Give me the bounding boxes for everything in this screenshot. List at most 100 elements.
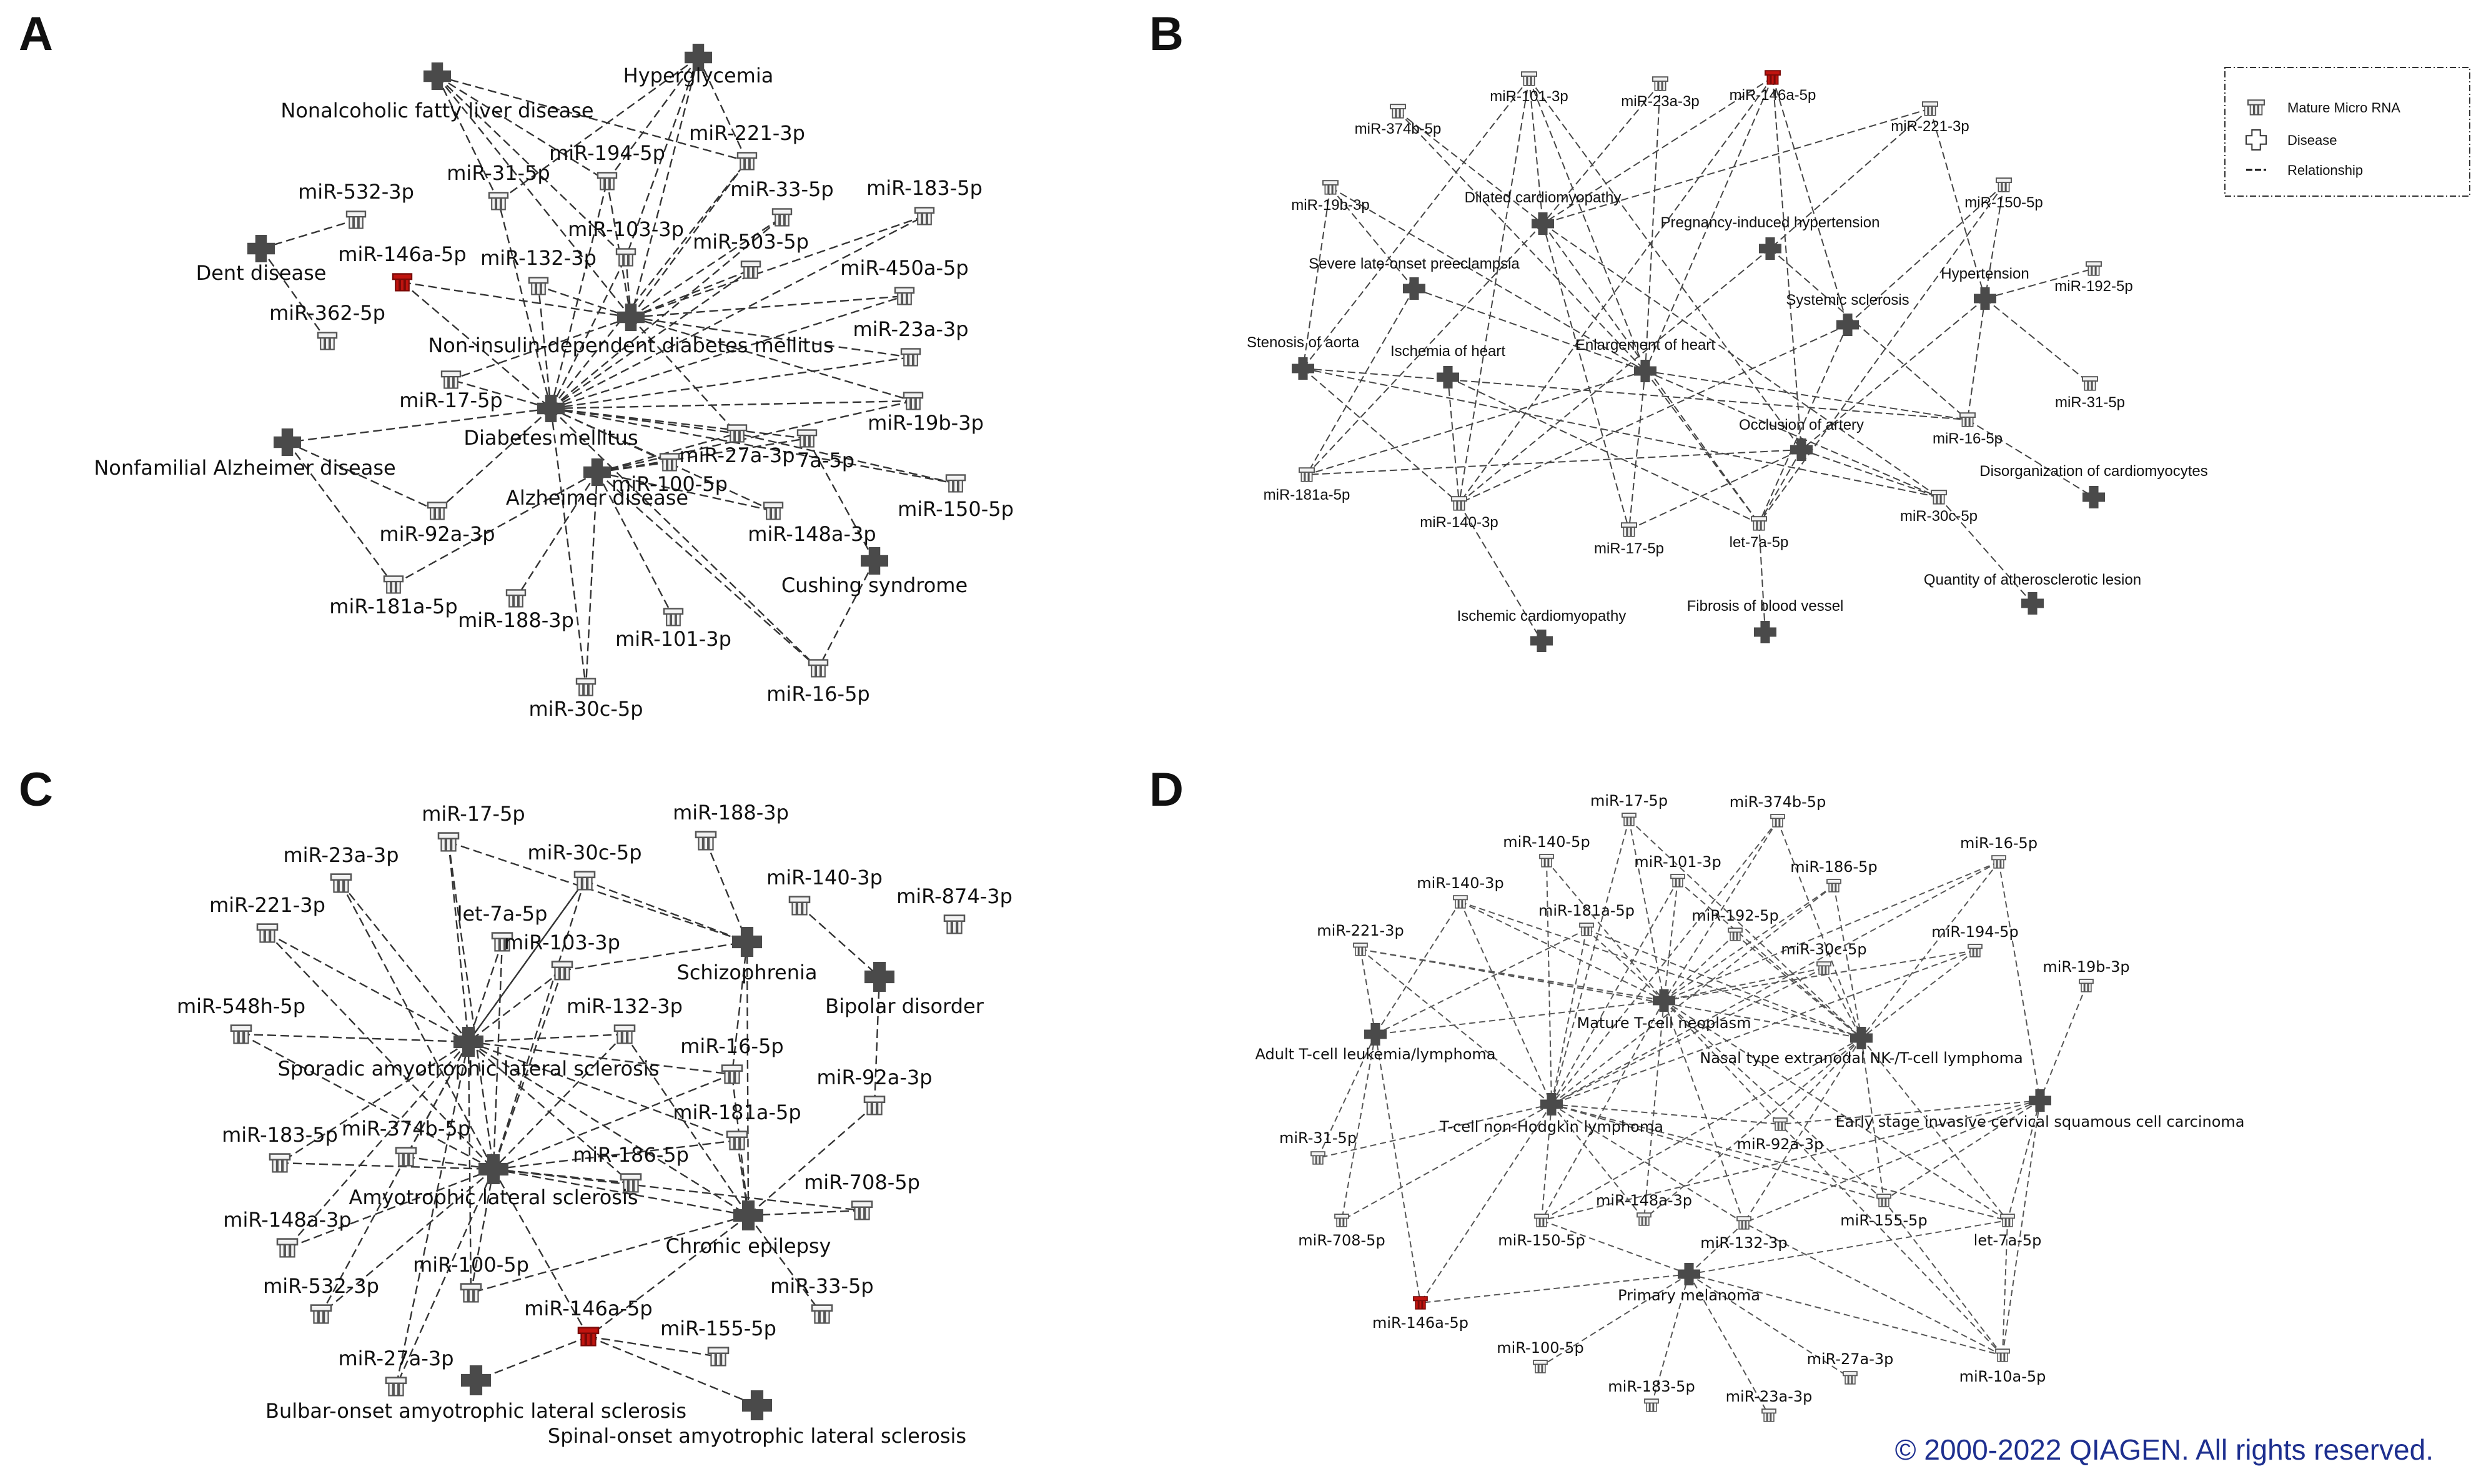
mirna-label: miR-132-3p <box>1700 1234 1787 1252</box>
mirna-node-icon <box>1773 1117 1788 1131</box>
relationship-edge <box>630 216 783 319</box>
disease-node-icon <box>742 1390 772 1420</box>
relationship-edge <box>1551 1104 1745 1224</box>
disease-node-icon <box>685 44 712 71</box>
mirna-node-icon <box>1539 854 1554 868</box>
disease-node-icon <box>1364 1023 1387 1046</box>
disease-label: Fibrosis of blood vessel <box>1687 598 1844 615</box>
mirna-node-icon-highlighted <box>1413 1296 1428 1310</box>
disease-node-icon <box>1403 277 1425 300</box>
relationship-edge <box>1551 1104 2008 1221</box>
relationship-edge <box>447 841 495 1170</box>
relationship-edge <box>467 1041 472 1294</box>
mirna-label: miR-221-3p <box>689 121 805 145</box>
relationship-edge <box>493 1139 738 1170</box>
mirna-label: miR-140-3p <box>1420 514 1498 531</box>
relationship-edge <box>1460 901 1665 1001</box>
relationship-edge <box>1540 1274 1690 1367</box>
mirna-node-icon <box>1761 1408 1776 1422</box>
mirna-node-icon <box>528 277 549 295</box>
relationship-edge <box>470 1214 749 1294</box>
mirna-node-icon <box>863 1096 886 1115</box>
disease-node-icon <box>583 458 611 486</box>
mirna-label: miR-183-5p <box>866 176 983 200</box>
relationship-edge <box>1360 949 1376 1035</box>
relationship-edge <box>1551 1104 1884 1201</box>
disease-label: Enlargement of heart <box>1575 337 1715 354</box>
mirna-label: miR-33-5p <box>770 1274 873 1298</box>
mirna-node-icon <box>1991 855 2006 869</box>
disease-node-icon <box>1790 438 1813 461</box>
disease-label: Hyperglycemia <box>623 64 774 87</box>
relationship-edge <box>550 181 608 409</box>
mirna-node-icon <box>808 659 829 678</box>
mirna-node-icon <box>1959 412 1976 427</box>
mirna-node-icon <box>2079 979 2094 992</box>
disease-node-icon <box>1437 366 1459 388</box>
mirna-label: miR-103-3p <box>568 217 684 241</box>
mirna-label: miR-192-5p <box>2054 278 2132 295</box>
mirna-node-icon <box>1453 895 1468 909</box>
relationship-edge <box>1861 1037 1884 1201</box>
relationship-edge <box>1317 1034 1376 1159</box>
relationship-edge <box>492 880 586 1170</box>
relationship-edge <box>1663 1000 2008 1221</box>
relationship-edge <box>1541 1100 2041 1221</box>
mirna-node-icon <box>1334 1214 1349 1227</box>
disease-node-icon <box>2021 592 2044 615</box>
relationship-edge <box>630 316 914 402</box>
relationship-edge <box>468 1041 733 1076</box>
relationship-edge <box>1645 77 1773 372</box>
disease-label: Hypertension <box>1941 265 2029 282</box>
mirna-label: miR-221-3p <box>1317 922 1404 939</box>
relationship-edge <box>1375 901 1461 1035</box>
relationship-edge <box>550 356 911 410</box>
mirna-node-icon <box>2082 376 2098 391</box>
relationship-edge <box>1397 111 1646 372</box>
disease-label: Early stage invasive cervical squamous c… <box>1835 1113 2244 1130</box>
relationship-edge <box>1663 885 1835 1001</box>
mirna-node-icon <box>269 1153 291 1173</box>
disease-node-icon <box>733 1200 763 1230</box>
relationship-edge <box>515 472 598 599</box>
relationship-edge <box>1801 449 1939 498</box>
relationship-edge <box>1663 820 1778 1001</box>
relationship-edge <box>1551 820 1778 1105</box>
relationship-edge <box>340 883 495 1170</box>
relationship-edge <box>597 472 819 669</box>
mirna-node-icon <box>903 392 924 410</box>
relationship-edge <box>1458 77 1773 504</box>
disease-node-icon <box>2082 486 2105 508</box>
relationship-edge <box>448 841 748 943</box>
relationship-edge <box>1984 184 2004 299</box>
mirna-node-icon <box>1843 1371 1858 1385</box>
relationship-edge <box>746 941 750 1216</box>
relationship-edge <box>1447 377 1460 504</box>
relationship-edge <box>1645 83 1661 372</box>
relationship-edge <box>588 1335 758 1407</box>
mirna-node-icon <box>788 896 811 916</box>
relationship-edge <box>817 560 876 669</box>
relationship-edge <box>267 932 494 1170</box>
disease-label: Mature T-cell neoplasm <box>1577 1014 1751 1032</box>
disease-label: Occlusion of artery <box>1739 417 1864 433</box>
mirna-label: miR-181a-5p <box>673 1101 801 1124</box>
relationship-edge <box>1743 1037 1862 1224</box>
disease-label: Ischemia of heart <box>1390 343 1505 360</box>
mirna-label: 7a-5p <box>797 448 854 472</box>
mirna-node-icon <box>488 192 509 210</box>
mirna-label: miR-27a-3p <box>338 1347 453 1370</box>
relationship-edge <box>1551 950 1976 1105</box>
mirna-node-icon <box>395 1147 417 1167</box>
relationship-edge <box>2007 1100 2041 1221</box>
disease-node-icon <box>453 1027 483 1057</box>
mirna-label: miR-140-5p <box>1503 833 1590 851</box>
relationship-edge <box>550 407 956 485</box>
relationship-edge <box>1735 934 1862 1039</box>
disease-node-icon <box>1634 360 1656 382</box>
mirna-label: miR-103-3p <box>504 931 620 954</box>
mirna-label: miR-194-5p <box>549 141 665 165</box>
relationship-edge <box>1861 950 1976 1039</box>
mirna-label: miR-132-3p <box>567 994 683 1018</box>
relationship-edge <box>492 1169 590 1337</box>
